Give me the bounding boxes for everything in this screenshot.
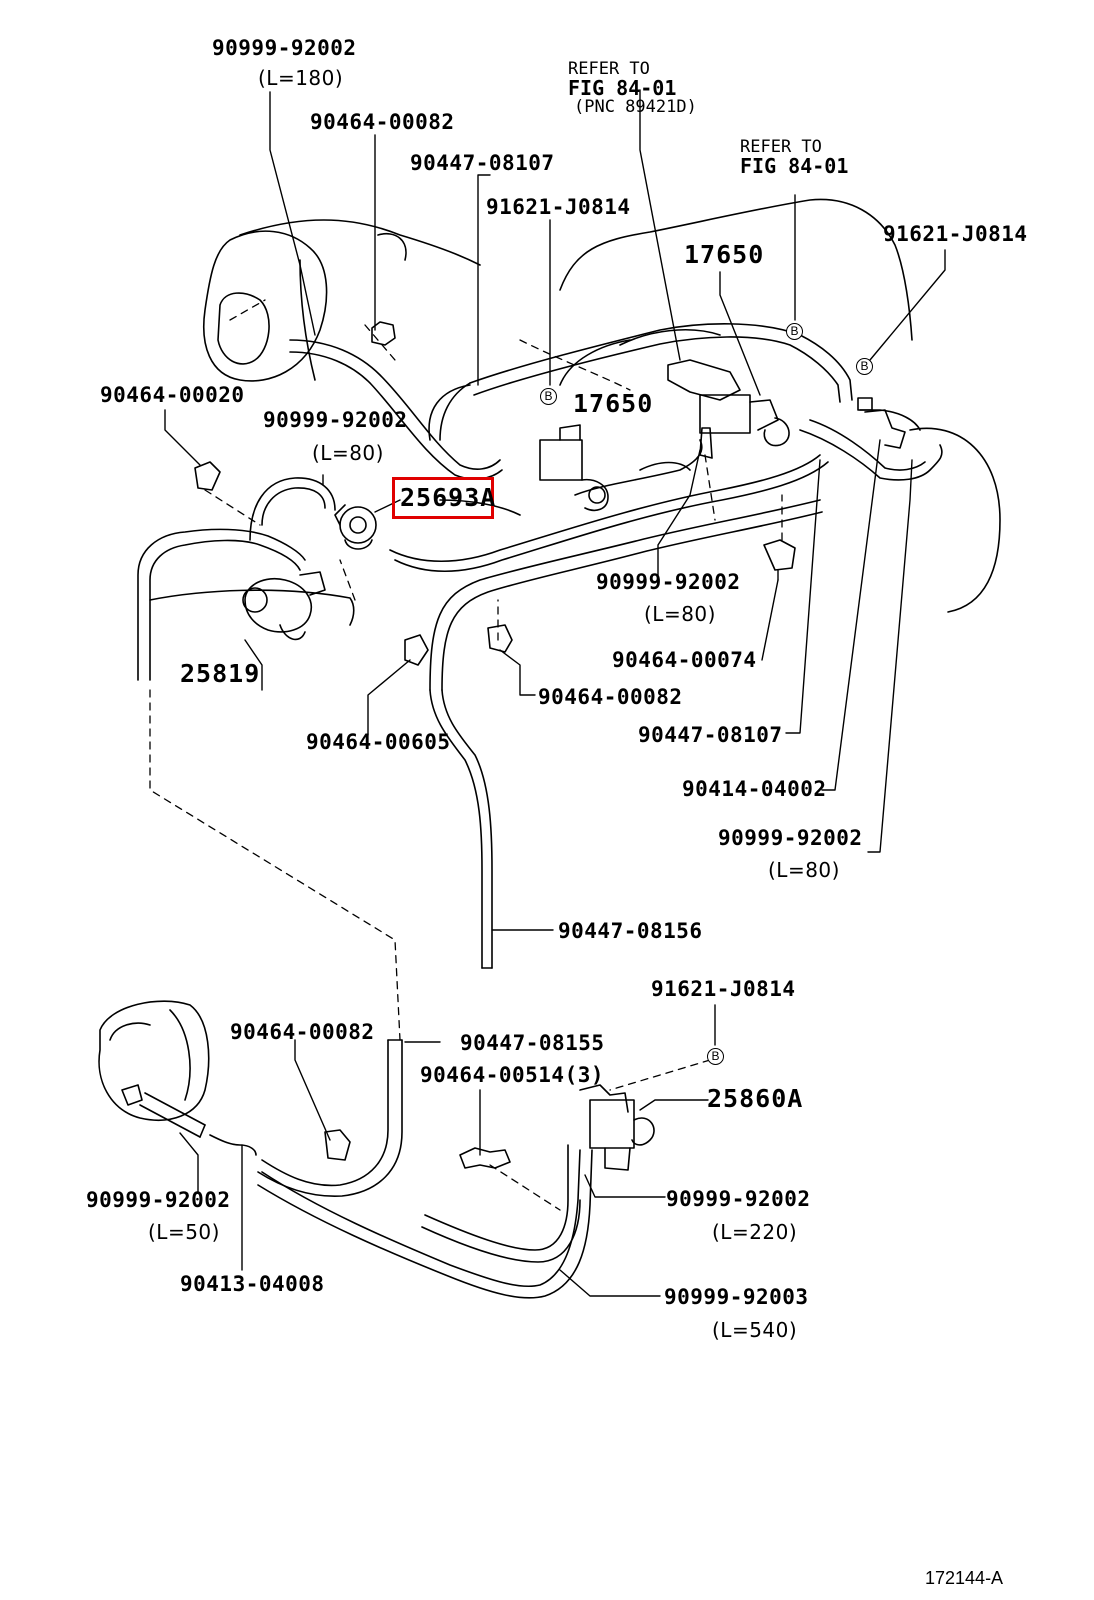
part-label: 90464-00514(3): [420, 1063, 605, 1087]
part-length: (L=180): [258, 66, 344, 90]
highlight-box: [392, 477, 494, 519]
part-label: 91621-J0814: [651, 977, 796, 1001]
valve-25693a: [334, 504, 377, 550]
part-label: 90447-08107: [410, 151, 555, 175]
callout-b-1: B: [540, 388, 557, 405]
part-length: (L=540): [712, 1318, 798, 1342]
vsv-25860a: [579, 1084, 655, 1171]
clamps: [121, 321, 796, 1169]
part-label: 90413-04008: [180, 1272, 325, 1296]
part-length: (L=50): [148, 1220, 220, 1244]
ref-line: FIG 84-01: [740, 154, 849, 178]
part-label: 25860A: [707, 1084, 804, 1113]
part-label: 17650: [684, 240, 765, 269]
vsv-17650-left: [539, 424, 609, 512]
components: [98, 321, 906, 1171]
callout-b-4: B: [707, 1048, 724, 1065]
part-label: 90464-00020: [100, 383, 245, 407]
part-label: 90447-08155: [460, 1031, 605, 1055]
part-length: (L=80): [312, 441, 384, 465]
part-label: 90999-92002: [212, 36, 357, 60]
ref-line: FIG 84-01: [568, 76, 677, 100]
part-length: (L=80): [644, 602, 716, 626]
part-label: 90414-04002: [682, 777, 827, 801]
part-label: 90447-08107: [638, 723, 783, 747]
part-label: 90464-00082: [230, 1020, 375, 1044]
part-label: 91621-J0814: [883, 222, 1028, 246]
ref-line: REFER TO: [740, 137, 822, 157]
part-label: 90999-92002: [596, 570, 741, 594]
ref-line: (PNC 89421D): [574, 97, 697, 117]
part-label: 90999-92002: [263, 408, 408, 432]
ref-note-pnc: REFER TO FIG 84-01 (PNC 89421D): [568, 60, 697, 117]
part-length: (L=220): [712, 1220, 798, 1244]
part-label: 91621-J0814: [486, 195, 631, 219]
ref-line: REFER TO: [568, 59, 650, 79]
dashed-lines: [149, 299, 783, 1211]
engine-outline: [149, 198, 1001, 626]
fitting-right: [857, 397, 906, 449]
part-label: 25819: [180, 659, 261, 688]
part-label: 17650: [573, 389, 654, 418]
part-label-highlighted[interactable]: 25693A: [400, 483, 497, 512]
part-length: (L=80): [768, 858, 840, 882]
part-label: 90999-92002: [86, 1188, 231, 1212]
callout-b-3: B: [856, 358, 873, 375]
part-label: 90447-08156: [558, 919, 703, 943]
throttle-body: [98, 1000, 210, 1121]
callout-b-2: B: [786, 323, 803, 340]
part-label: 90999-92003: [664, 1285, 809, 1309]
part-label: 90464-00605: [306, 730, 451, 754]
figure-id: 172144-A: [925, 1568, 1004, 1588]
vsv-17650-right: [667, 359, 790, 447]
part-label: 90999-92002: [718, 826, 863, 850]
ref-note-fig: REFER TO FIG 84-01: [740, 137, 849, 178]
part-label: 90464-00082: [310, 110, 455, 134]
hoses: [137, 323, 943, 1299]
part-label: 90464-00074: [612, 648, 757, 672]
component-25819: [242, 571, 326, 641]
part-label: 90999-92002: [666, 1187, 811, 1211]
part-label: 90464-00082: [538, 685, 683, 709]
leader-lines: [164, 89, 946, 1297]
